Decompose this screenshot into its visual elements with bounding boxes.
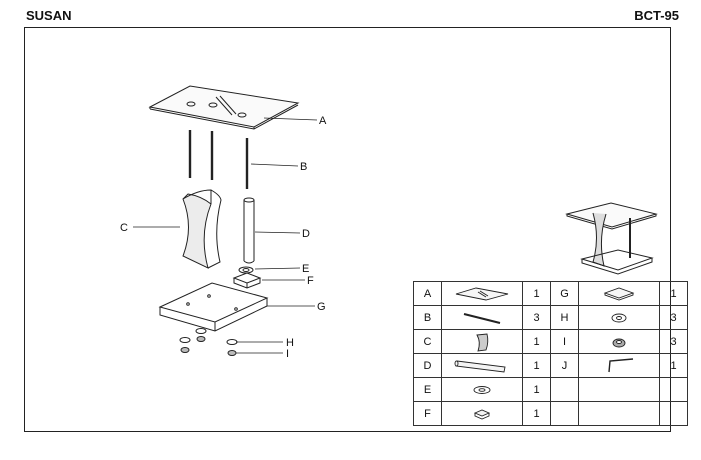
tube-icon xyxy=(441,353,523,378)
glass-top-icon xyxy=(441,281,523,306)
label-g: G xyxy=(317,301,326,313)
washer-ring-drawing xyxy=(238,266,254,274)
tube-drawing xyxy=(243,197,255,264)
empty-cell xyxy=(659,401,688,426)
parts-row: B 3 H 3 xyxy=(413,305,688,330)
label-b: B xyxy=(300,161,307,173)
part-letter: J xyxy=(550,353,579,378)
part-letter: H xyxy=(550,305,579,330)
parts-row: E 1 xyxy=(413,377,688,402)
parts-row: C 1 I 3 xyxy=(413,329,688,354)
label-h: H xyxy=(286,337,294,349)
assembled-table-drawing xyxy=(565,202,658,275)
washers-drawing xyxy=(179,328,238,345)
part-qty: 1 xyxy=(522,281,551,306)
empty-cell xyxy=(578,377,660,402)
parts-row: F 1 xyxy=(413,401,688,426)
part-qty: 3 xyxy=(522,305,551,330)
allen-key-icon xyxy=(578,353,660,378)
empty-cell xyxy=(578,401,660,426)
part-letter: B xyxy=(413,305,442,330)
label-f: F xyxy=(307,275,314,287)
label-a: A xyxy=(319,115,327,127)
part-qty: 1 xyxy=(522,329,551,354)
nut-icon xyxy=(578,329,660,354)
small-block-icon xyxy=(441,401,523,426)
label-i: I xyxy=(286,348,289,360)
parts-table: A 1 G 1 B 3 H xyxy=(413,281,688,426)
parts-row: A 1 G 1 xyxy=(413,281,688,306)
label-e: E xyxy=(302,263,309,275)
part-letter: D xyxy=(413,353,442,378)
part-letter: I xyxy=(550,329,579,354)
part-qty: 1 xyxy=(522,353,551,378)
part-qty: 3 xyxy=(659,305,688,330)
base-plate-icon xyxy=(578,281,660,306)
empty-cell xyxy=(550,401,579,426)
small-block-drawing xyxy=(232,272,262,289)
part-letter: F xyxy=(413,401,442,426)
empty-cell xyxy=(550,377,579,402)
part-letter: A xyxy=(413,281,442,306)
part-letter: G xyxy=(550,281,579,306)
label-d: D xyxy=(302,228,310,240)
rods-drawing xyxy=(188,130,249,189)
washer-icon xyxy=(578,305,660,330)
diagram-labels: A B C D E F G H I xyxy=(120,115,327,360)
base-plate-drawing xyxy=(158,282,269,332)
nuts-drawing xyxy=(180,336,237,356)
empty-cell xyxy=(659,377,688,402)
curved-panel-drawing xyxy=(182,189,222,269)
curved-panel-icon xyxy=(441,329,523,354)
part-qty: 1 xyxy=(659,353,688,378)
part-letter: C xyxy=(413,329,442,354)
product-code: BCT-95 xyxy=(634,8,679,23)
part-letter: E xyxy=(413,377,442,402)
part-qty: 1 xyxy=(522,401,551,426)
leader-lines xyxy=(133,117,318,354)
product-name: SUSAN xyxy=(26,8,72,23)
part-qty: 3 xyxy=(659,329,688,354)
label-c: C xyxy=(120,222,128,234)
washer-ring-icon xyxy=(441,377,523,402)
drawing-frame xyxy=(24,27,671,432)
part-qty: 1 xyxy=(522,377,551,402)
part-qty: 1 xyxy=(659,281,688,306)
parts-row: D 1 J 1 xyxy=(413,353,688,378)
glass-top-drawing xyxy=(148,85,300,130)
rod-icon xyxy=(441,305,523,330)
